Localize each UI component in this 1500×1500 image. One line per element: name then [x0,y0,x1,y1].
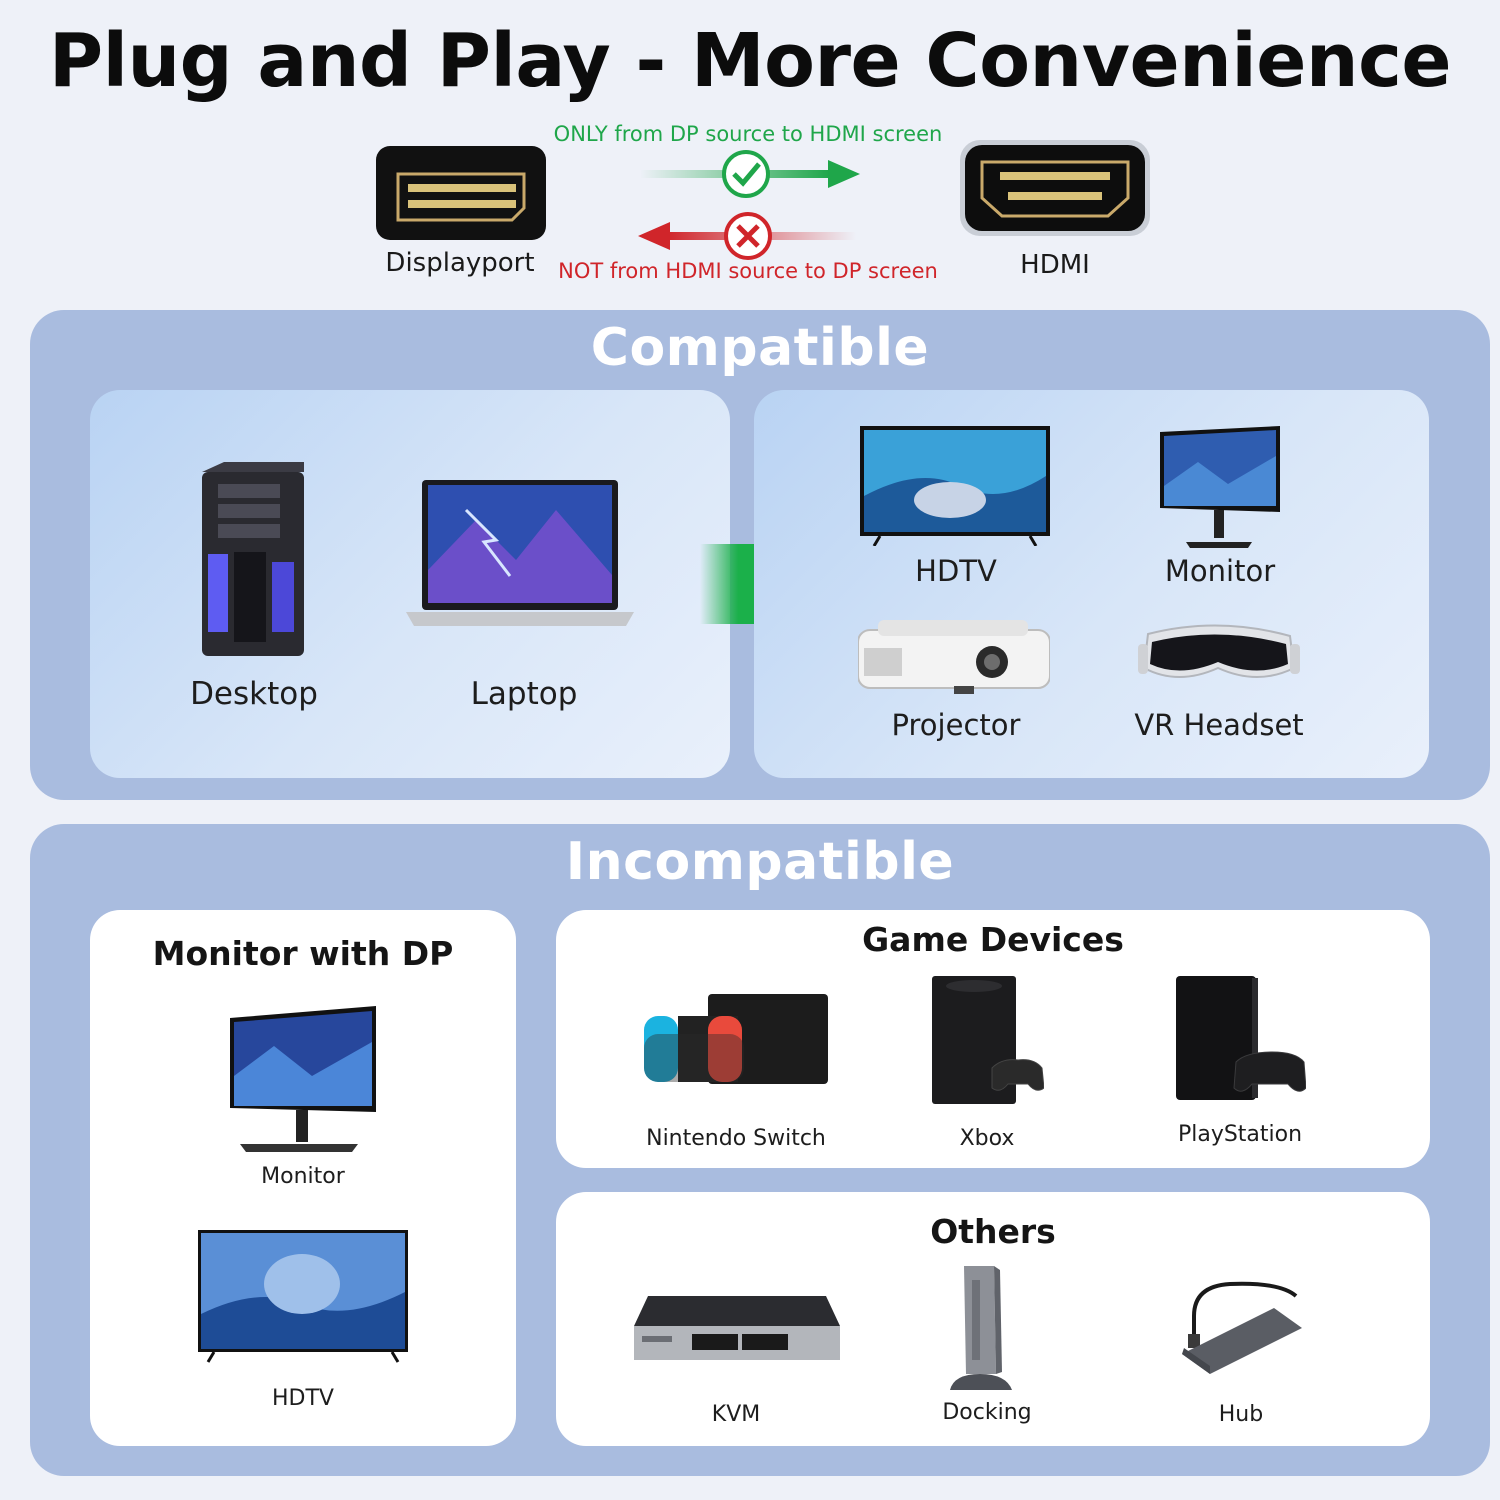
projector-label: Projector [891,708,1021,742]
monitor-with-dp-title: Monitor with DP [152,934,454,973]
kvm-switch-icon [634,1296,840,1362]
docking-station-icon [940,1266,1024,1392]
kvm-label: KVM [711,1402,761,1427]
docking-label: Docking [942,1400,1032,1425]
game-devices-card: Game Devices Nintendo Switch Xbox PlaySt… [556,910,1430,1168]
displayport-connector-icon [376,146,546,240]
monitor-label: Monitor [1164,554,1276,588]
laptop-label: Laptop [470,676,578,712]
tv-icon [198,1230,408,1364]
nintendo-switch-icon [644,994,830,1086]
playstation-label: PlayStation [1177,1122,1303,1147]
xbox-label: Xbox [959,1126,1015,1151]
hdtv-label: HDTV [915,554,997,588]
vr-headset-icon [1138,624,1300,694]
hdmi-connector-icon [960,140,1150,236]
compatible-heading: Compatible [590,318,930,378]
tv-icon [860,426,1050,546]
page-title: Plug and Play - More Convenience [48,18,1452,104]
hdmi-label: HDMI [1020,250,1090,280]
monitor-icon [1158,426,1282,550]
nintendo-switch-label: Nintendo Switch [646,1126,826,1151]
xbox-console-icon [932,976,1044,1106]
projector-icon [858,620,1050,696]
game-devices-title: Game Devices [862,920,1124,959]
desktop-label: Desktop [190,676,318,712]
monitor-with-dp-card: Monitor with DP Monitor HDTV [90,910,516,1446]
others-card: Others KVM Docking Hub [556,1192,1430,1446]
target-devices-card: HDTV Monitor Projector VR Headset [754,390,1429,778]
usb-hub-icon [1180,1276,1304,1376]
source-devices-card: Desktop Laptop [90,390,730,778]
playstation-console-icon [1176,976,1306,1102]
displayport-label: Displayport [385,248,535,278]
disallowed-direction-text: NOT from HDMI source to DP screen [558,259,938,283]
desktop-tower-icon [194,462,312,658]
hdtv-dp-label: HDTV [272,1386,334,1411]
hub-label: Hub [1218,1402,1264,1427]
monitor-icon [228,1006,378,1156]
incompatible-heading: Incompatible [565,832,955,892]
monitor-dp-label: Monitor [261,1164,345,1189]
allowed-arrow-icon [640,148,862,200]
vr-headset-label: VR Headset [1134,708,1304,742]
laptop-icon [406,480,634,630]
allowed-direction-text: ONLY from DP source to HDMI screen [553,122,943,146]
others-title: Others [930,1212,1056,1251]
disallowed-arrow-icon [636,210,858,262]
